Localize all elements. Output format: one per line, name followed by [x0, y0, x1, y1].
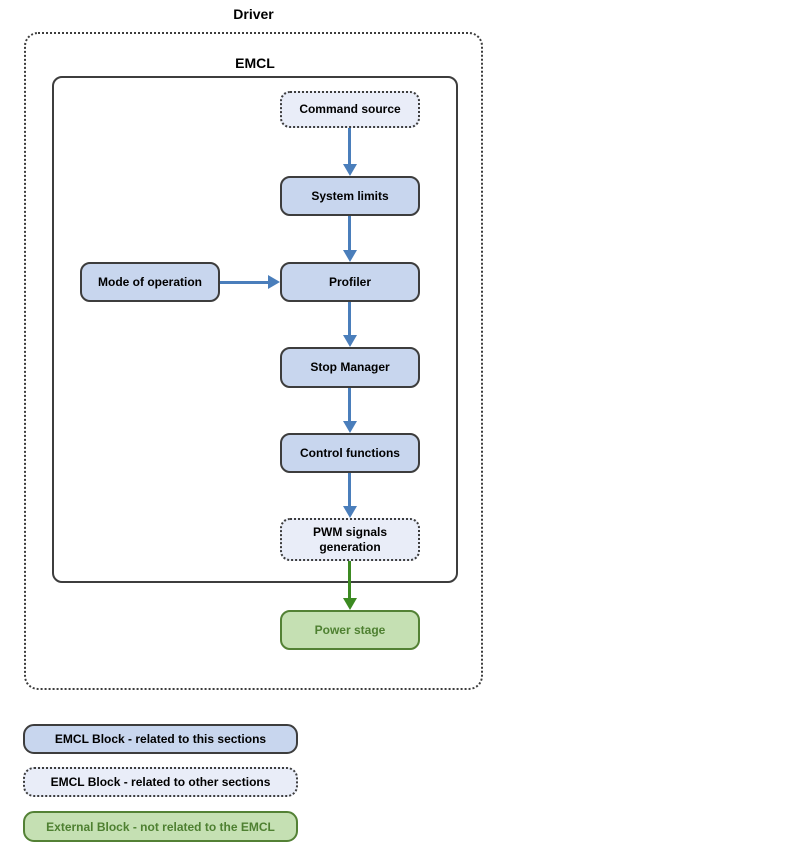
legend-item-emcl-this-section: EMCL Block - related to this sections	[23, 724, 298, 754]
node-mode-of-operation: Mode of operation	[80, 262, 220, 302]
legend-item-external-block: External Block - not related to the EMCL	[23, 811, 298, 842]
node-power-stage: Power stage	[280, 610, 420, 650]
node-command-source: Command source	[280, 91, 420, 128]
arrow-down-icon	[343, 598, 357, 610]
arrow-down-icon	[343, 250, 357, 262]
legend-item-emcl-other-sections: EMCL Block - related to other sections	[23, 767, 298, 797]
arrow-down-icon	[343, 421, 357, 433]
node-control-functions: Control functions	[280, 433, 420, 473]
driver-container-title: Driver	[233, 6, 274, 22]
node-stop-manager: Stop Manager	[280, 347, 420, 388]
node-profiler: Profiler	[280, 262, 420, 302]
node-system-limits: System limits	[280, 176, 420, 216]
arrow-down-icon	[343, 164, 357, 176]
arrow-down-icon	[343, 506, 357, 518]
emcl-container-box	[52, 76, 458, 583]
emcl-container-title: EMCL	[235, 55, 275, 71]
driver-container-box	[24, 32, 483, 690]
node-pwm-signals-generation: PWM signals generation	[280, 518, 420, 561]
arrow-right-icon	[268, 275, 280, 289]
arrow-down-icon	[343, 335, 357, 347]
